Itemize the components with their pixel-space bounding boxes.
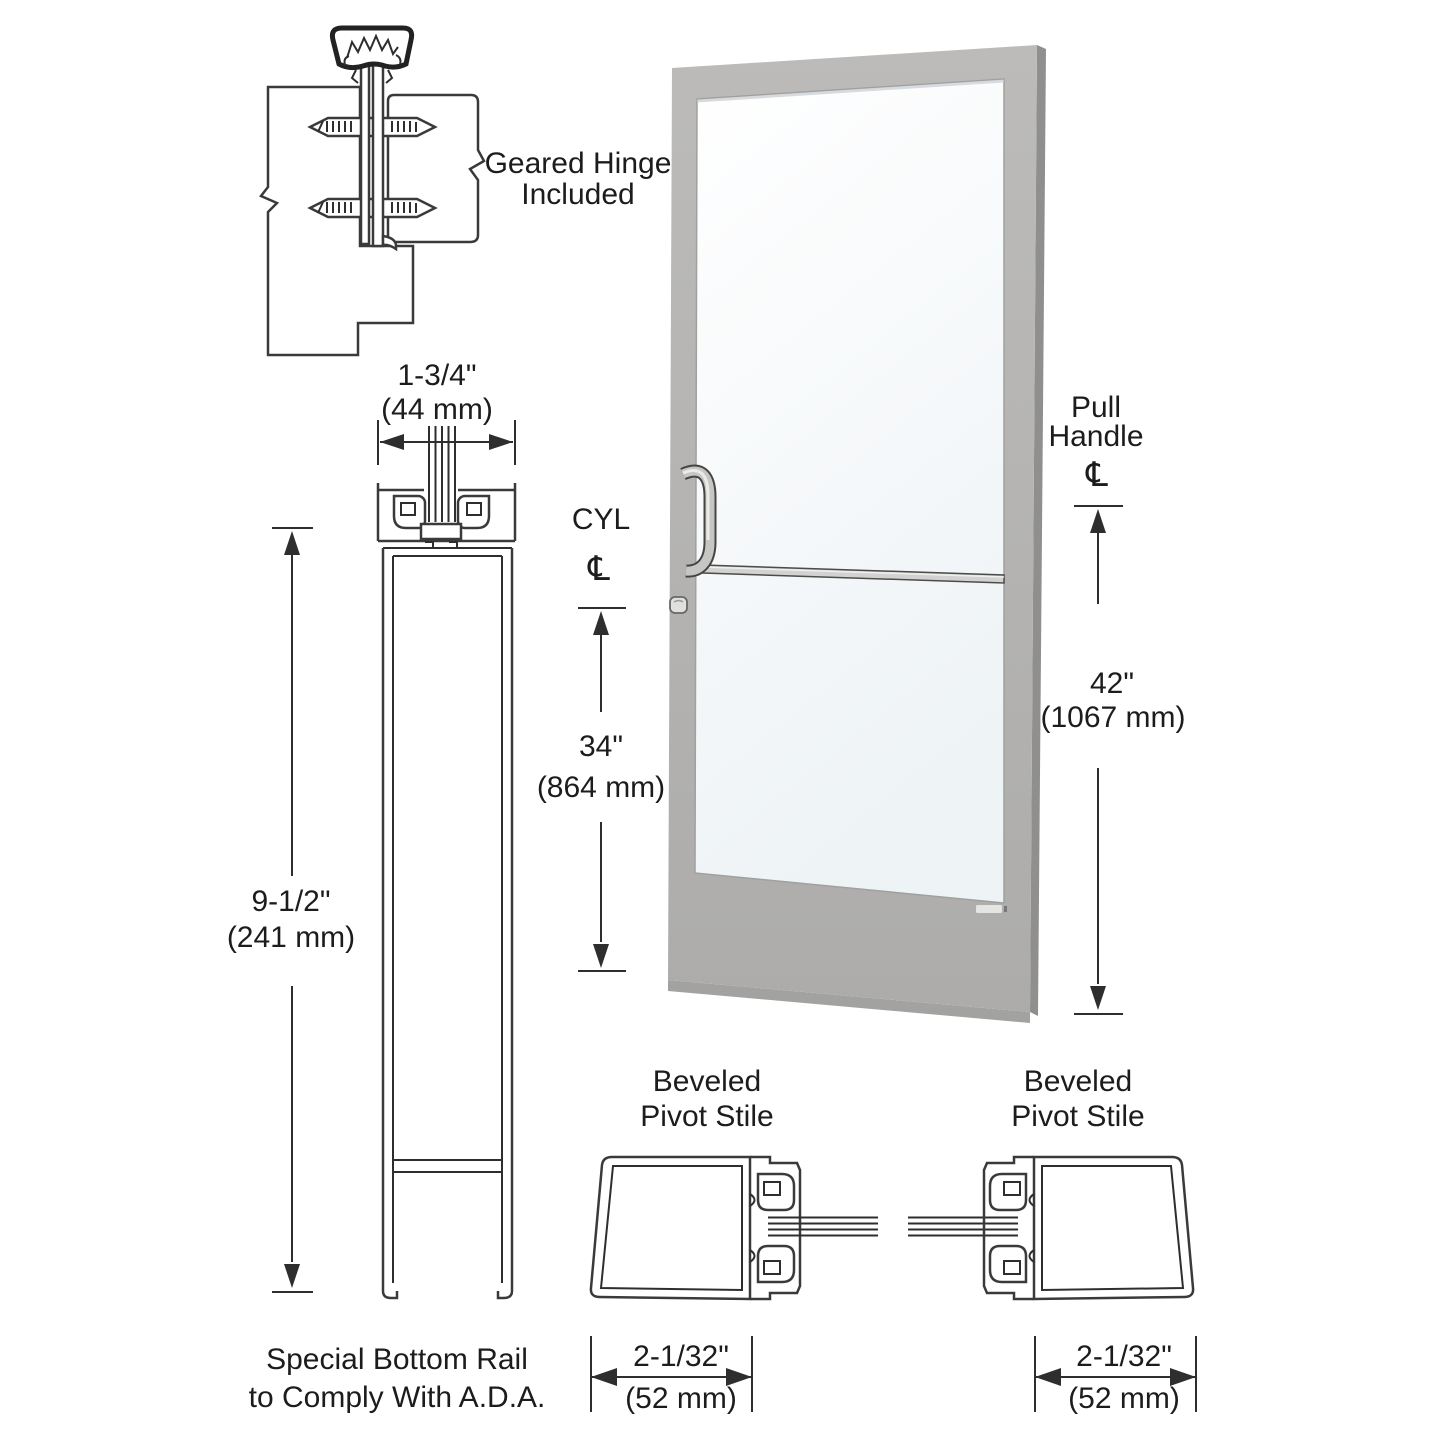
dim-cyl-height: CYL ℄ 34" (864 mm) <box>537 503 665 972</box>
pivot-right-label-line2: Pivot Stile <box>1011 1100 1144 1133</box>
section-glazing-pocket <box>376 483 517 549</box>
door-right-edge <box>1030 45 1046 1016</box>
bottom-rail-section-figure: 1-3/4" (44 mm) 9-1/2" (241 mm) Special B… <box>227 359 546 1414</box>
dim-rail-height: 9-1/2" (241 mm) <box>227 527 355 1293</box>
hinge-label-line1: Geared Hinge <box>485 147 672 180</box>
cylinder-lock <box>669 596 688 614</box>
cyl-centerline-symbol: ℄ <box>587 549 610 589</box>
rail-height-mm: (241 mm) <box>227 921 355 954</box>
hinge-leaf-hook <box>381 234 398 252</box>
pivot-left-label-line1: Beveled <box>653 1065 761 1098</box>
door-bottom-edge <box>668 980 1030 1023</box>
hinge-label-line2: Included <box>521 178 634 211</box>
pivot-right-label-line1: Beveled <box>1024 1065 1132 1098</box>
pivot-stile-right-figure: Beveled Pivot Stile 2-1/32" (52 mm) <box>982 1065 1197 1415</box>
hinge-gear-cap <box>329 25 415 71</box>
hinge-detail-figure: Geared Hinge Included <box>259 25 672 357</box>
cyl-dim-inches: 34" <box>579 730 623 763</box>
pivot-left-inner <box>599 1165 743 1292</box>
ada-note-line2: to Comply With A.D.A. <box>249 1381 546 1414</box>
dim-pivot-right-width: 2-1/32" (52 mm) <box>1034 1336 1197 1415</box>
pull-handle <box>680 464 717 578</box>
pull-dim-mm: (1067 mm) <box>1040 701 1185 734</box>
pivot-left-dim-mm: (52 mm) <box>625 1382 737 1415</box>
pull-label-line2: Handle <box>1048 420 1143 453</box>
cyl-dim-mm: (864 mm) <box>537 771 665 804</box>
rail-width-inches: 1-3/4" <box>397 359 476 392</box>
cyl-label: CYL <box>572 503 630 536</box>
hinge-jamb-block <box>259 85 415 357</box>
pivot-glass-lines <box>768 1216 1018 1237</box>
door-elevation-figure <box>668 45 1046 1023</box>
pivot-right-inner <box>1041 1165 1185 1292</box>
hinge-leaf-left <box>359 56 371 246</box>
glass-top-shadow <box>696 79 1005 103</box>
hinge-leaf-right <box>371 56 385 248</box>
pull-centerline-symbol: ℄ <box>1085 455 1108 495</box>
pull-dim-inches: 42" <box>1090 667 1134 700</box>
dim-rail-width: 1-3/4" (44 mm) <box>377 359 516 465</box>
pivot-left-label-line2: Pivot Stile <box>640 1100 773 1133</box>
rail-height-inches: 9-1/2" <box>251 885 330 918</box>
pivot-right-body <box>1032 1155 1195 1301</box>
pivot-left-pocket <box>749 1155 802 1301</box>
dim-pivot-left-width: 2-1/32" (52 mm) <box>590 1336 753 1415</box>
bottom-rail-logo <box>976 905 1007 913</box>
pivot-right-dim-inches: 2-1/32" <box>1076 1340 1172 1373</box>
pivot-left-dim-inches: 2-1/32" <box>633 1340 729 1373</box>
pivot-left-body <box>589 1155 752 1301</box>
section-glass-stack <box>428 426 456 522</box>
pull-label-line1: Pull <box>1071 391 1121 424</box>
dim-pull-height: Pull Handle ℄ 42" (1067 mm) <box>1040 391 1186 1015</box>
pivot-right-dim-mm: (52 mm) <box>1068 1382 1180 1415</box>
section-rail-tube <box>381 548 514 1300</box>
hinge-neck-detail <box>350 69 394 84</box>
door-glass <box>694 78 1005 904</box>
ada-note-line1: Special Bottom Rail <box>266 1343 528 1376</box>
rail-width-mm: (44 mm) <box>381 393 493 426</box>
pivot-stile-left-figure: Beveled Pivot Stile 2-1/32" (52 mm) <box>589 1065 802 1415</box>
pivot-right-pocket <box>982 1155 1035 1301</box>
